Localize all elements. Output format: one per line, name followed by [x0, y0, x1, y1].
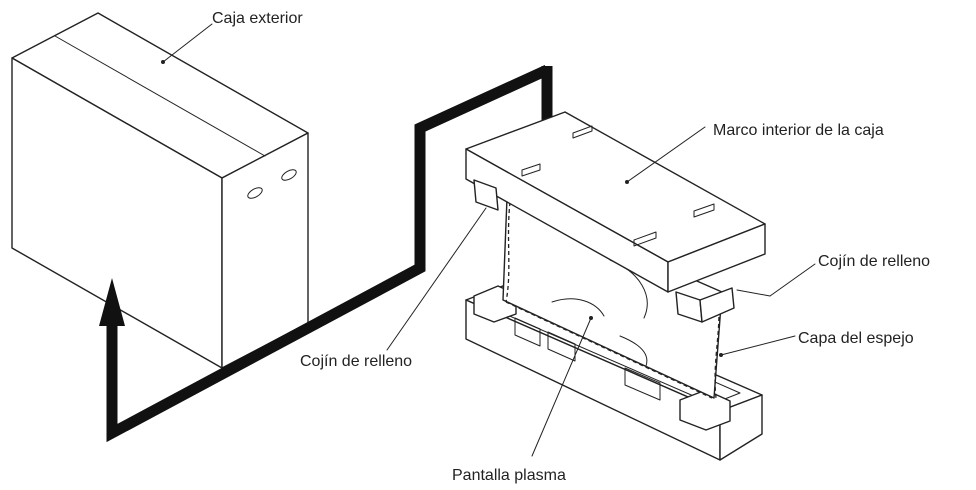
mirror-layer-bottom [505, 301, 713, 399]
leader-dot [589, 316, 593, 320]
leader-outer-box [162, 23, 213, 63]
outer-box-handle-hole [247, 187, 263, 199]
leader-plasma-panel [531, 317, 592, 457]
leader-cushion-right [736, 289, 771, 297]
frame-slot [572, 125, 593, 139]
label-plasma-panel: Pantalla plasma [452, 467, 566, 484]
label-cushion-right: Cojín de relleno [818, 253, 930, 270]
outer-box-handle-hole [281, 169, 297, 181]
tray-slot [624, 367, 661, 401]
outer-box-tape-seam [54, 35, 266, 157]
outer-box [11, 12, 309, 369]
leader-cushion-right [769, 263, 816, 297]
cushion-block-left [473, 179, 499, 211]
label-cushion-left: Cojín de relleno [300, 353, 412, 370]
wrap-crease [551, 298, 605, 317]
wrap-crease [619, 335, 648, 367]
leader-inner-frame [626, 126, 706, 183]
flow-arrow-head [99, 278, 125, 326]
inner-frame [465, 111, 766, 323]
frame-slot [633, 231, 657, 247]
mirror-layer-edge [505, 201, 511, 303]
inner-frame-side [667, 223, 766, 293]
tray-slot [514, 317, 541, 347]
leader-dot [719, 353, 723, 357]
leader-cushion-left [386, 207, 487, 351]
tray-slot [547, 331, 576, 362]
leader-dot [625, 180, 629, 184]
frame-slot [521, 163, 541, 177]
cushion-block-right-side [699, 287, 735, 323]
frame-slot [693, 203, 715, 218]
leader-dot [161, 60, 165, 64]
leader-mirror-layer [720, 335, 796, 356]
leader-lines [161, 23, 816, 457]
label-outer-box: Caja exterior [212, 10, 303, 27]
label-inner-frame: Marco interior de la caja [713, 122, 884, 139]
label-mirror-layer: Capa del espejo [798, 330, 914, 347]
